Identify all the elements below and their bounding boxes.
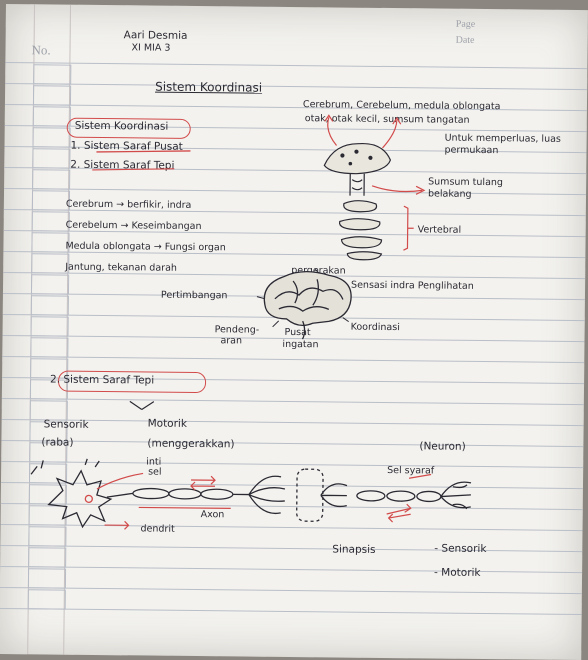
- sketch-drawings: [0, 4, 588, 660]
- vertebral-bracket: [403, 206, 413, 250]
- vertebrae-icon: [339, 201, 382, 260]
- neuron-arrows: [97, 471, 432, 532]
- branch-lines: [130, 401, 154, 409]
- underline-pusat: [96, 150, 190, 153]
- brain-icon: [264, 271, 351, 339]
- neuron-icon: [31, 458, 472, 531]
- underline-tepi: [92, 168, 174, 171]
- notebook-page: No. Page Date Aari Desmia XI MIA 3 Siste…: [0, 4, 588, 660]
